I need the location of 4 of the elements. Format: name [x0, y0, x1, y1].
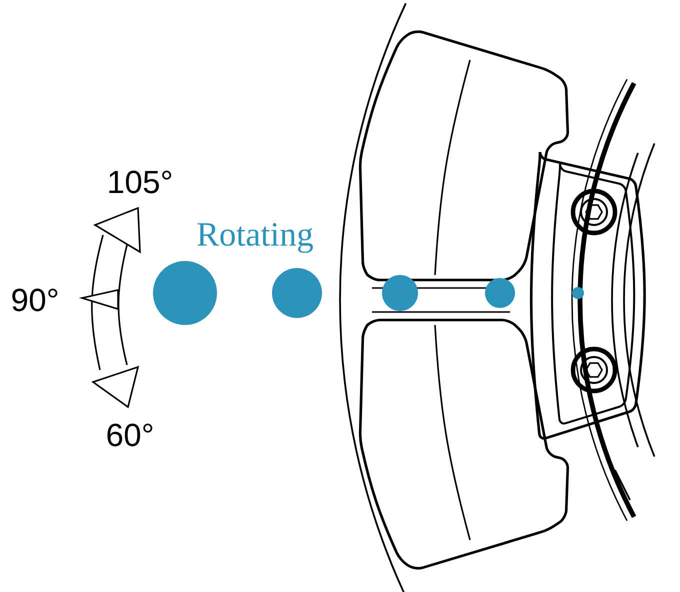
rotation-label: Rotating — [197, 223, 313, 253]
angle-label: 90° — [12, 288, 58, 312]
angle-label: 105° — [109, 170, 172, 194]
angle-label: 60° — [107, 424, 152, 446]
